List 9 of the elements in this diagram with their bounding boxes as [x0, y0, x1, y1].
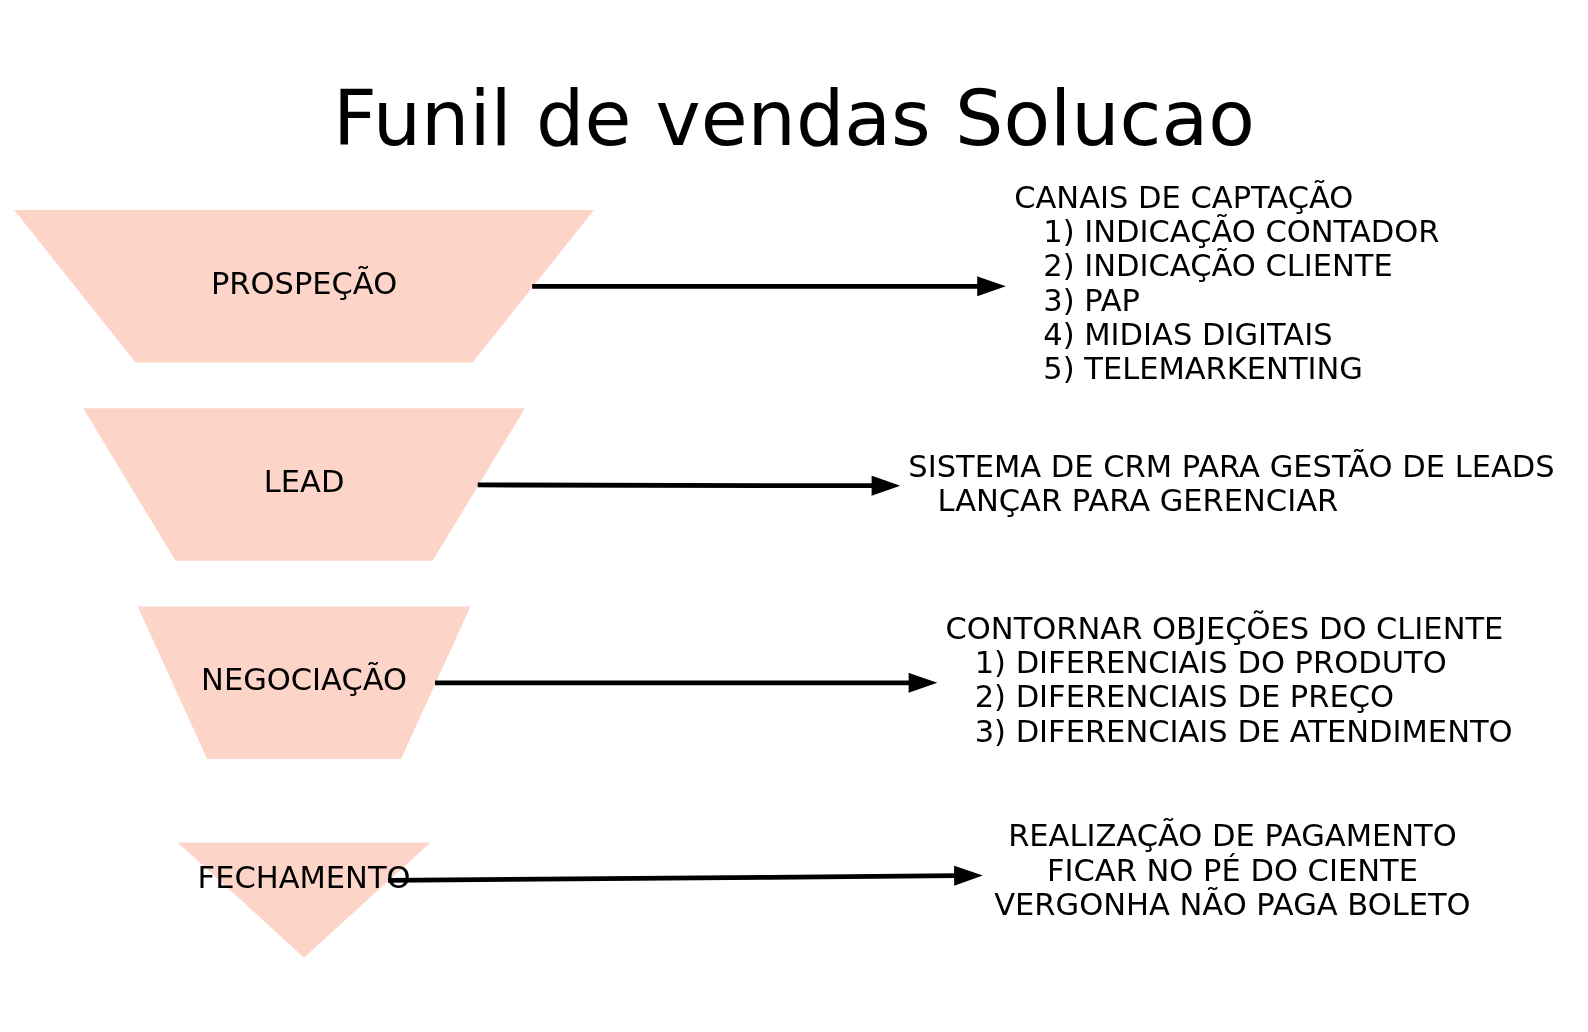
node-text: CANAIS DE CAPTAÇÃO 1) INDICAÇÃO CONTADOR 2) INDICAÇÃO CLIENTE 3) PAP 4) MIDIAS DIGITAIS 5) TELEMARKENTING — [1014, 179, 1440, 386]
node-text: REALIZAÇÃO DE PAGAMENTO FICAR NO PÉ DO CIENTE VERGONHA NÃO PAGA BOLETO — [994, 817, 1471, 922]
node-text: CONTORNAR OBJEÇÕES DO CLIENTE 1) DIFERENCIAIS DO PRODUTO 2) DIFERENCIAIS DE PREÇO 3) DIFERENCIAIS DE ATENDIMENTO — [945, 610, 1513, 749]
diagram-title: Funil de vendas Solucao — [333, 73, 1255, 163]
arrow — [388, 865, 983, 886]
node-text: SISTEMA DE CRM PARA GESTÃO DE LEADS LANÇAR PARA GERENCIAR — [908, 448, 1555, 518]
arrow — [477, 475, 901, 496]
arrow — [435, 672, 938, 693]
arrow — [532, 275, 1006, 296]
